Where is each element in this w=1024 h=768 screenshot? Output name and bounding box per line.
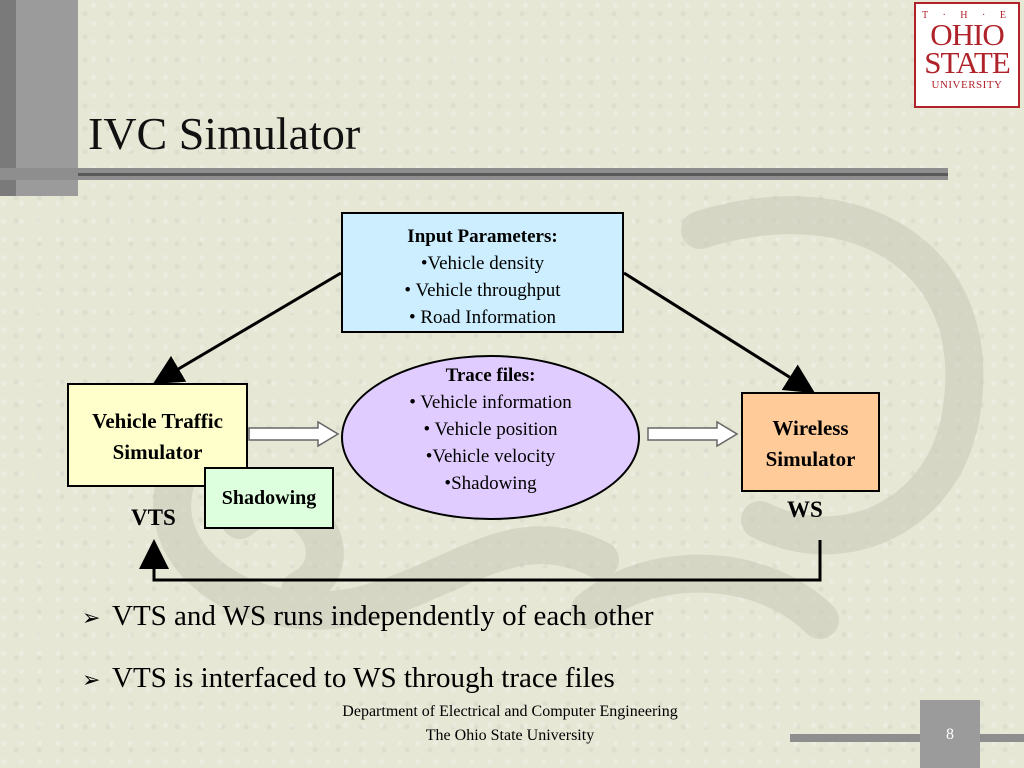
trace-files-ellipse: Trace files: • Vehicle information • Veh…: [341, 355, 640, 520]
page-number-box: [920, 700, 980, 768]
vts-box-line1: Vehicle Traffic: [92, 409, 223, 433]
page-number: 8: [946, 726, 954, 743]
arrow-input-to-ws: [623, 271, 816, 394]
arrow-bullet-icon: ➢: [82, 667, 101, 692]
input-parameter-item: • Road Information: [408, 307, 556, 328]
ws-box-line2: Simulator: [765, 447, 856, 471]
footer-department: Department of Electrical and Computer En…: [342, 703, 678, 720]
logo-ohio: OHIO: [930, 17, 1005, 52]
slide-title: IVC Simulator: [88, 108, 361, 159]
trace-file-item: • Vehicle position: [423, 419, 558, 440]
logo-state: STATE: [924, 45, 1011, 80]
feedback-loop-ws-to-vts: [139, 539, 822, 582]
bullet-item: ➢ VTS is interfaced to WS through trace f…: [82, 660, 615, 698]
arrow-bullet-icon: ➢: [82, 605, 101, 630]
ohio-state-logo: T · H · E OHIO STATE UNIVERSITY: [914, 2, 1020, 108]
trace-file-item: •Shadowing: [444, 473, 537, 494]
bullet-text: VTS and WS runs independently of each ot…: [112, 600, 654, 632]
footer-rule: [790, 734, 1024, 742]
logo-the: T · H · E: [922, 10, 1012, 21]
bullet-item: ➢ VTS and WS runs independently of each o…: [82, 598, 653, 636]
trace-file-item: • Vehicle information: [409, 392, 572, 413]
arrow-vts-to-trace: [248, 420, 340, 448]
input-parameters-heading: Input Parameters:: [407, 226, 558, 247]
logo-university: UNIVERSITY: [931, 79, 1003, 91]
wireless-simulator-box: Wireless Simulator: [741, 392, 880, 492]
title-rule-line: [78, 173, 948, 176]
footer-university: The Ohio State University: [425, 727, 595, 744]
shadowing-label: Shadowing: [221, 487, 317, 509]
input-parameters-box: Input Parameters: •Vehicle density • Veh…: [341, 212, 624, 333]
left-accent-bar-shade: [0, 0, 16, 196]
ws-box-line1: Wireless: [772, 416, 849, 440]
ws-label: WS: [787, 497, 823, 522]
vts-box-line2: Simulator: [112, 440, 203, 464]
footer: Department of Electrical and Computer En…: [270, 700, 750, 748]
arrow-input-to-vts: [152, 271, 342, 385]
input-parameter-item: •Vehicle density: [420, 253, 545, 274]
shadowing-box: Shadowing: [204, 467, 334, 529]
arrow-trace-to-ws: [647, 420, 739, 448]
bullet-text: VTS is interfaced to WS through trace fi…: [112, 662, 615, 694]
trace-files-heading: Trace files:: [445, 365, 536, 386]
input-parameter-item: • Vehicle throughput: [404, 280, 561, 301]
trace-file-item: •Vehicle velocity: [425, 446, 556, 467]
vts-label: VTS: [131, 505, 176, 530]
